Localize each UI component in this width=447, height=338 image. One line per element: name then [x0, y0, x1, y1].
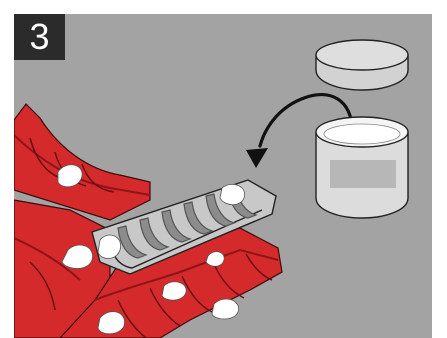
step-number-badge: 3 [14, 14, 65, 60]
grease-dab [220, 184, 245, 204]
grease-dab [98, 235, 121, 258]
grease-dab [212, 299, 239, 319]
grease-container-icon [316, 117, 408, 218]
grease-dab [162, 282, 186, 300]
container-lid-icon [316, 40, 408, 90]
